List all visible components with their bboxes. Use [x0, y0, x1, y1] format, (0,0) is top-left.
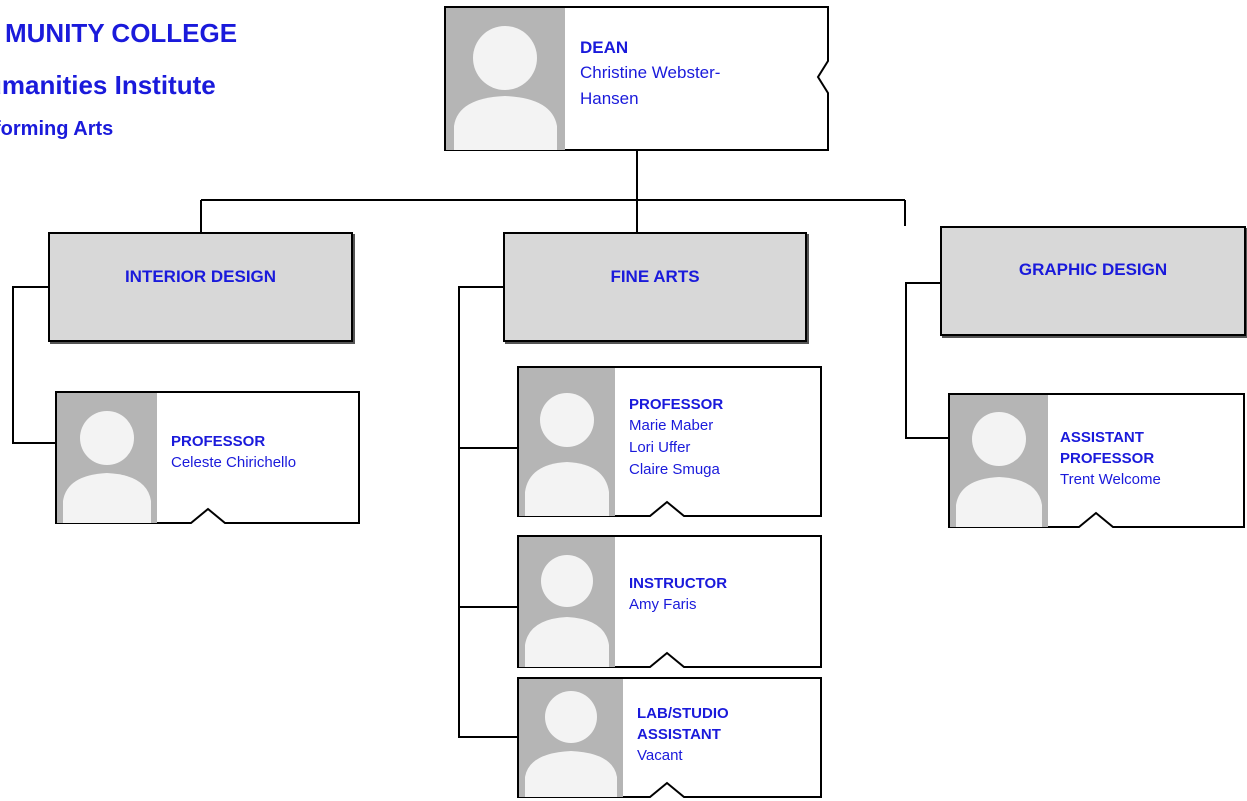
card-text: PROFESSOR Celeste Chirichello	[171, 431, 296, 474]
avatar	[519, 368, 615, 516]
person-name: Trent Welcome	[1060, 471, 1161, 488]
avatar	[519, 679, 623, 797]
person-silhouette-icon	[525, 393, 609, 516]
dept-label: INTERIOR DESIGN	[124, 267, 277, 286]
person-name: Celeste Chirichello	[171, 454, 297, 471]
person-name: Hansen	[580, 89, 639, 108]
dean-card: DEAN Christine Webster- Hansen	[444, 6, 830, 152]
card-text: LAB/STUDIO ASSISTANT Vacant	[637, 703, 729, 767]
card-text: ASSISTANT PROFESSOR Trent Welcome	[1060, 427, 1161, 491]
card-text: PROFESSOR Marie Maber Lori Uffer Claire …	[629, 394, 723, 481]
avatar	[446, 8, 565, 150]
person-name: Amy Faris	[629, 596, 697, 613]
dept-fine-arts: FINE ARTS	[503, 232, 807, 342]
avatar	[57, 393, 157, 523]
fine-arts-instructor-card: INSTRUCTOR Amy Faris	[517, 535, 823, 669]
card-text: INSTRUCTOR Amy Faris	[629, 573, 727, 616]
person-silhouette-icon	[454, 26, 557, 150]
graphic-assistant-professor-card: ASSISTANT PROFESSOR Trent Welcome	[948, 393, 1246, 529]
division-name: forming Arts	[0, 118, 114, 140]
connector-graphic-assistant	[905, 282, 948, 439]
college-name: MUNITY COLLEGE	[5, 18, 238, 48]
fine-arts-professor-card: PROFESSOR Marie Maber Lori Uffer Claire …	[517, 366, 823, 518]
dept-graphic-design: GRAPHIC DESIGN	[940, 226, 1246, 336]
role-title: PROFESSOR	[1060, 450, 1155, 467]
dean-text: DEAN Christine Webster- Hansen	[580, 36, 720, 112]
role-title: ASSISTANT	[1060, 429, 1144, 446]
person-silhouette-icon	[525, 555, 609, 667]
person-name: Lori Uffer	[629, 439, 691, 456]
person-name: Christine Webster-	[580, 63, 721, 82]
institute-name: umanities Institute	[0, 70, 216, 100]
dept-interior-design: INTERIOR DESIGN	[48, 232, 353, 342]
role-title: PROFESSOR	[629, 396, 724, 413]
connector-fine-arts-trunk	[458, 286, 517, 738]
person-silhouette-icon	[956, 412, 1042, 527]
person-name: Claire Smuga	[629, 461, 720, 478]
dept-label: FINE ARTS	[610, 267, 700, 286]
dept-label: GRAPHIC DESIGN	[1018, 260, 1168, 279]
role-title: LAB/STUDIO	[637, 705, 729, 722]
role-title: PROFESSOR	[171, 433, 266, 450]
avatar	[519, 537, 615, 667]
interior-professor-card: PROFESSOR Celeste Chirichello	[55, 391, 361, 525]
person-silhouette-icon	[63, 411, 151, 523]
role-title: ASSISTANT	[637, 726, 721, 743]
avatar	[950, 395, 1048, 527]
role-title: INSTRUCTOR	[629, 575, 728, 592]
person-silhouette-icon	[525, 691, 617, 797]
person-name: Marie Maber	[629, 417, 714, 434]
person-name: Vacant	[637, 747, 683, 764]
role-title: DEAN	[580, 38, 629, 57]
connector-interior-professor	[12, 286, 55, 444]
fine-arts-lab-assistant-card: LAB/STUDIO ASSISTANT Vacant	[517, 677, 823, 799]
